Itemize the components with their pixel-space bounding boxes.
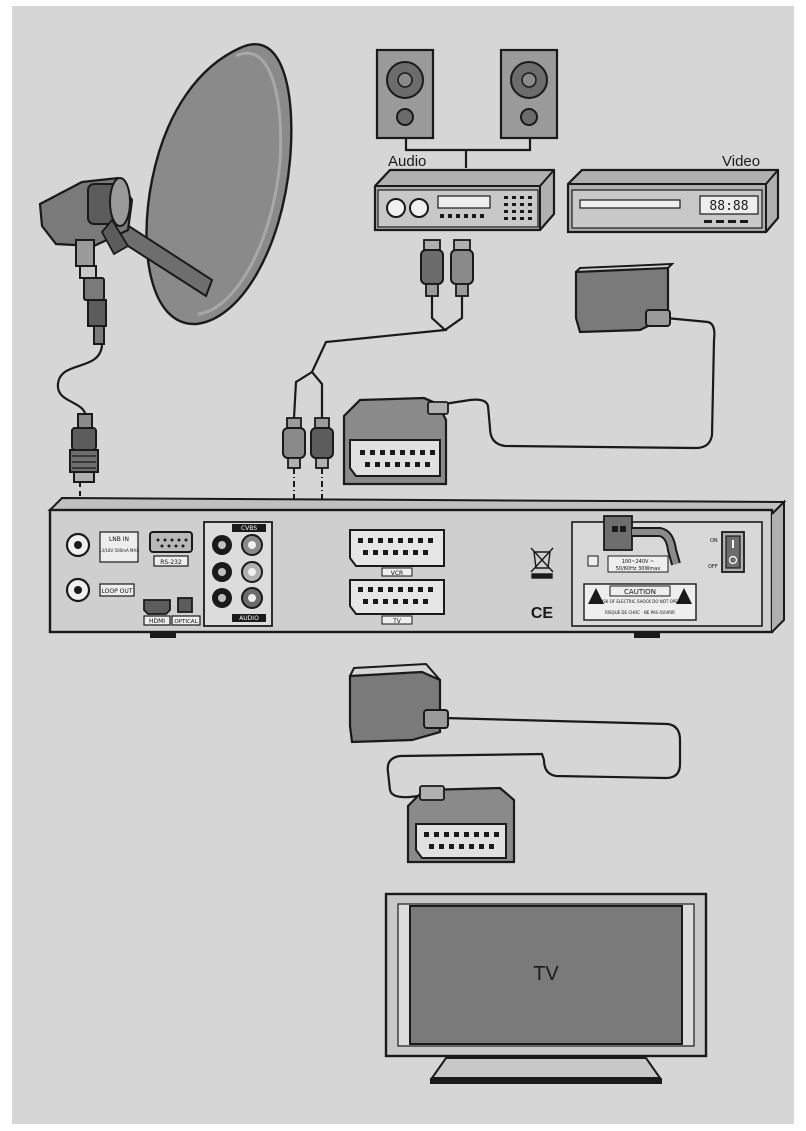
rca-cable-right: [311, 296, 464, 418]
television: [384, 892, 708, 1084]
coax-f-plug: [69, 413, 99, 483]
rca-plugs-receiver: [282, 417, 334, 469]
scart-plug-vcr: [574, 262, 675, 334]
loop-out-label: LOOP OUT: [102, 588, 133, 595]
power-spec-2: 50/60Hz 30Wmax: [616, 566, 661, 572]
vcr-scart-label: VCR: [391, 570, 403, 577]
cables: [56, 138, 716, 799]
tv-scart-label: TV: [392, 618, 402, 625]
lnb-in-label: LNB IN: [109, 536, 129, 543]
satellite-receiver: LNB IN 13/18V 500mA MAX LOOP OUT RS-232 …: [47, 496, 787, 638]
speaker-wire: [404, 138, 532, 152]
ce-mark: CE: [531, 605, 554, 622]
caution-french: RISQUE DE CHOC · NE PAS OUVRIR: [605, 610, 675, 615]
weee-bin-icon: [530, 547, 554, 579]
scart-cable-tv: [386, 716, 682, 799]
lnb-in-spec: 13/18V 500mA MAX: [99, 548, 139, 553]
scart-cable-vcr: [443, 316, 716, 450]
audio-amplifier: [373, 168, 556, 232]
video-label: Video: [722, 153, 760, 170]
rca-plugs-amplifier: [420, 239, 474, 297]
speaker-right: [499, 48, 559, 140]
video-recorder: 88:88: [566, 168, 780, 234]
audio-port-label: AUDIO: [239, 615, 259, 622]
scart-plug-tv: [406, 785, 516, 864]
tv-label: TV: [533, 963, 559, 985]
off-label: OFF: [708, 564, 718, 570]
speaker-left: [375, 48, 435, 140]
scart-plug-receiver-vcr: [342, 396, 449, 486]
satellite-coax-cable: [56, 344, 104, 419]
scart-plug-receiver-tv: [348, 662, 449, 744]
caution-subtext: RISK OF ELECTRIC SHOCK DO NOT OPEN: [599, 599, 680, 604]
rca-cable-left: [292, 296, 448, 419]
audio-label: Audio: [388, 153, 426, 170]
hdmi-label: HDMI: [149, 618, 165, 625]
power-spec-1: 100~240V ~: [622, 559, 654, 565]
rs232-label: RS-232: [160, 559, 182, 566]
optical-label: OPTICAL: [174, 619, 198, 625]
satellite-dish: [38, 43, 293, 345]
vcr-clock: 88:88: [709, 199, 748, 214]
caution-label: CAUTION: [624, 588, 656, 596]
on-label: ON: [710, 538, 718, 544]
cvbs-label: CVBS: [241, 525, 257, 532]
